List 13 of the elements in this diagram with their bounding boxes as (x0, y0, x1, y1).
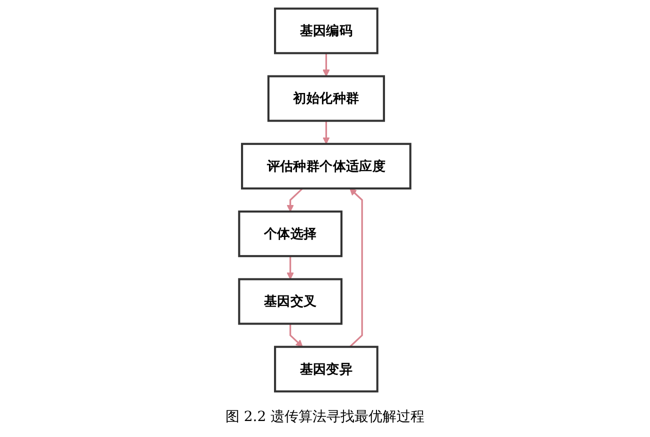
figure-caption: 图 2.2 遗传算法寻找最优解过程 (225, 409, 425, 425)
node-box: 基因编码 (274, 8, 379, 54)
node-box: 基因交叉 (238, 278, 343, 325)
node-box: 初始化种群 (268, 75, 386, 122)
arrow (350, 188, 364, 348)
node-box: 评估种群个体适应度 (241, 142, 412, 190)
arrow (322, 120, 330, 144)
arrow (286, 188, 304, 212)
node-box: 个体选择 (238, 210, 343, 258)
node-box: 基因变异 (274, 346, 379, 392)
arrow (290, 324, 304, 348)
arrow (286, 256, 294, 280)
arrow (322, 53, 330, 77)
